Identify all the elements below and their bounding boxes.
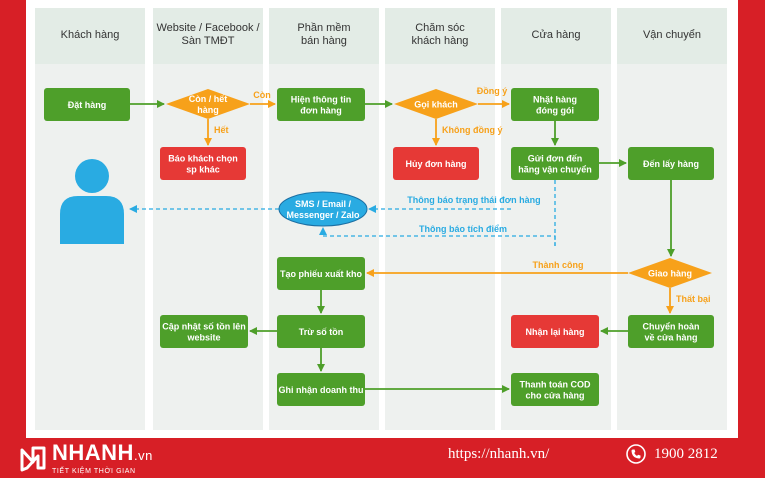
customer-person-icon [60,159,124,244]
edge-label-thanh-cong: Thành công [533,260,584,270]
svg-text:Hủy đơn hàng: Hủy đơn hàng [406,159,467,169]
svg-text:Gọi khách: Gọi khách [414,100,458,110]
node-den-lay-hang: Đến lấy hàng [628,147,714,180]
node-goi-khach: Gọi khách [394,89,478,119]
lane-body-0 [35,64,145,430]
node-nhan-lai: Nhận lại hàng [511,315,599,348]
brand-tagline: TIẾT KIỆM THỜI GIAN [52,468,136,475]
lane-header-2 [269,8,379,64]
svg-text:Ghi nhận doanh thu: Ghi nhận doanh thu [279,385,364,395]
lane-title-1: Website / Facebook /Sàn TMĐT [156,22,260,47]
lane-body-5 [617,64,727,430]
lane-header-0 [35,8,145,64]
node-sms: SMS / Email /Messenger / Zalo [278,191,368,227]
phone-number: 1900 2812 [654,445,718,462]
svg-text:Tạo phiếu xuất kho: Tạo phiếu xuất kho [280,269,363,279]
lane-body-3 [385,64,495,430]
node-huy-don: Hủy đơn hàng [393,147,479,180]
diagram-card: Khách hàng Website / Facebook /Sàn TMĐT Ph… [26,0,738,438]
svg-text:Nhận lại hàng: Nhận lại hàng [525,327,584,337]
edge-label-con: Còn [253,90,271,100]
edge-label-dong-y: Đồng ý [477,86,508,96]
hotline[interactable]: 1900 2812 [626,444,718,464]
svg-text:Đặt hàng: Đặt hàng [68,100,107,110]
node-tao-phieu: Tạo phiếu xuất kho [277,257,365,290]
lane-title-5: Vận chuyển [643,29,701,41]
edge-11 [319,227,556,246]
svg-text:SMS / Email /Messenger / Zalo: SMS / Email /Messenger / Zalo [286,199,360,220]
brand-name: NHANH.vn [52,440,153,465]
svg-text:Giao hàng: Giao hàng [648,269,692,279]
svg-text:Trừ số tồn: Trừ số tồn [299,327,344,337]
lane-header-1 [153,8,263,64]
lane-body-4 [501,64,611,430]
lane-title-4: Cửa hàng [532,29,581,41]
nhanh-logo-icon [20,446,46,471]
node-dat-hang: Đặt hàng [44,88,130,121]
edge-label-that-bai: Thất bại [676,294,711,304]
website-link[interactable]: https://nhanh.vn/ [448,446,550,462]
nhanh-logo[interactable]: NHANH.vn TIẾT KIỆM THỜI GIAN [18,442,153,475]
node-ghi-nhan: Ghi nhận doanh thu [277,373,365,406]
lane-header-5 [617,8,727,64]
node-tru-so-ton: Trừ số tồn [277,315,365,348]
lane-title-0: Khách hàng [61,29,120,41]
phone-icon [626,444,646,464]
edge-label-thong-bao-tich-diem: Thông báo tích điểm [419,224,507,234]
lane-header-4 [501,8,611,64]
lane-header-3 [385,8,495,64]
edge-label-het: Hết [214,125,229,135]
svg-text:Đến lấy hàng: Đến lấy hàng [643,159,699,169]
node-giao-hang: Giao hàng [628,258,712,288]
edge-label-thong-bao-trang-thai: Thông báo trạng thái đơn hàng [407,195,540,205]
edge-label-khong-dong-y: Không đồng ý [442,125,503,135]
process-diagram: Khách hàng Website / Facebook /Sàn TMĐT Ph… [35,8,727,430]
